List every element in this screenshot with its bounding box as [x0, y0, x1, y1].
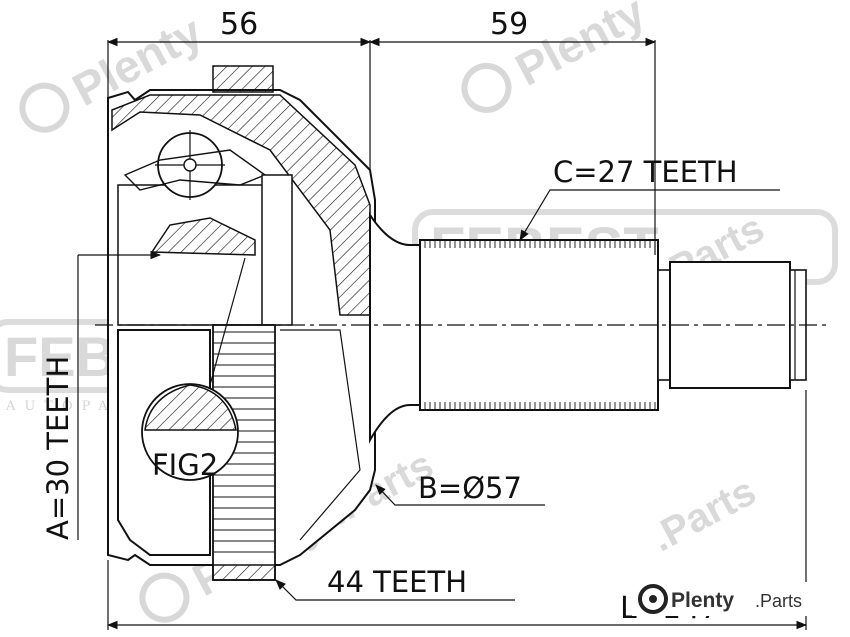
logo-extension: .Parts	[755, 591, 802, 611]
dimension-56: 56	[106, 7, 372, 170]
svg-text:Plenty: Plenty	[507, 0, 654, 96]
callout-44-teeth: 44 TEETH	[275, 565, 515, 601]
plenty-watermark-topright: Plenty	[461, 0, 654, 113]
callout-b-diameter-label: B=Ø57	[418, 471, 522, 505]
shaft-splines	[424, 240, 656, 410]
dimension-59-label: 59	[490, 7, 528, 42]
parts-watermark-right: .Parts	[644, 469, 763, 560]
callout-a-teeth-label: A=30 TEETH	[41, 356, 75, 540]
housing-neck	[369, 211, 421, 444]
svg-text:.Parts: .Parts	[644, 469, 763, 560]
callout-44-teeth-label: 44 TEETH	[327, 565, 467, 599]
fig2-detail: FIG2	[141, 257, 246, 482]
fig2-label: FIG2	[152, 448, 218, 482]
callout-b-diameter: B=Ø57	[375, 471, 545, 506]
callout-c-teeth: C=27 TEETH	[519, 155, 780, 241]
plenty-parts-logo: Plenty .Parts	[632, 582, 832, 616]
callout-c-teeth-label: C=27 TEETH	[553, 155, 738, 189]
logo-brand: Plenty	[671, 589, 734, 612]
dimension-56-label: 56	[220, 7, 258, 42]
callout-a-teeth: A=30 TEETH	[41, 250, 162, 540]
ball-cage	[123, 130, 293, 326]
top-stub	[212, 65, 274, 93]
dimension-59: 59	[368, 7, 657, 255]
